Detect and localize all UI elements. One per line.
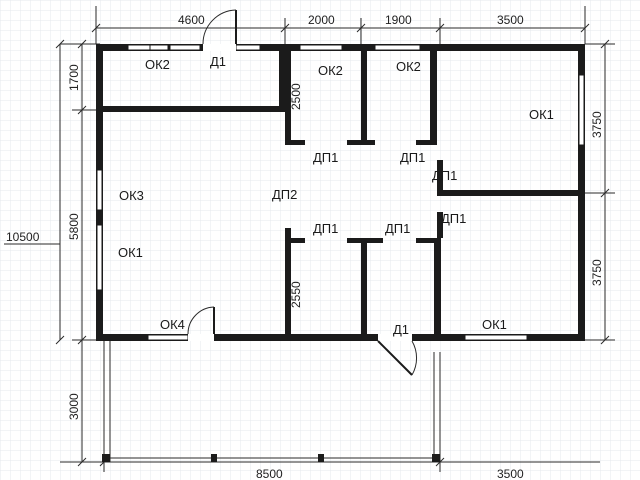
dim-right-1: 3750: [590, 111, 604, 138]
top-dimension-line: [91, 6, 590, 44]
label-dp1-b: ДП1: [400, 150, 425, 165]
label-d1-bottom: Д1: [393, 322, 409, 337]
dim-top-3: 1900: [385, 13, 412, 27]
label-ok4: ОК4: [160, 317, 185, 332]
dim-top-1: 4600: [178, 13, 205, 27]
right-dimension-line: [585, 39, 615, 345]
dim-inner-1: 2500: [289, 83, 303, 110]
label-ok1-left: ОК1: [118, 245, 143, 260]
dim-right-2: 3750: [590, 259, 604, 286]
door-bottom: [377, 334, 418, 376]
dim-left-3: 3000: [67, 393, 81, 420]
dim-inner-2: 2550: [289, 281, 303, 308]
label-ok1-bottom: ОК1: [482, 317, 507, 332]
left-dimension-line: [4, 39, 100, 467]
label-d1-top: Д1: [210, 54, 226, 69]
door-ok4: [187, 306, 215, 341]
label-ok2-a: ОК2: [145, 57, 170, 72]
label-ok2-b: ОК2: [318, 63, 343, 78]
label-dp1-a: ДП1: [313, 150, 338, 165]
terrace-outline: [102, 340, 441, 462]
dim-top-2: 2000: [308, 13, 335, 27]
windows: [96, 44, 585, 341]
dim-left-1: 1700: [67, 64, 81, 91]
interior-walls: [103, 51, 578, 334]
dim-bottom-1: 8500: [256, 467, 283, 480]
label-ok2-c: ОК2: [396, 59, 421, 74]
label-dp1-d: ДП1: [313, 221, 338, 236]
label-ok1-right: ОК1: [529, 107, 554, 122]
dim-top-4: 3500: [497, 13, 524, 27]
dim-bottom-2: 3500: [497, 467, 524, 480]
dim-left-total: 10500: [6, 230, 40, 244]
label-dp1-c: ДП1: [432, 168, 457, 183]
label-ok3: ОК3: [119, 188, 144, 203]
door-top: [202, 9, 237, 51]
dim-left-2: 5800: [67, 213, 81, 240]
label-dp2: ДП2: [272, 187, 297, 202]
label-dp1-e: ДП1: [385, 221, 410, 236]
label-dp1-f: ДП1: [441, 211, 466, 226]
